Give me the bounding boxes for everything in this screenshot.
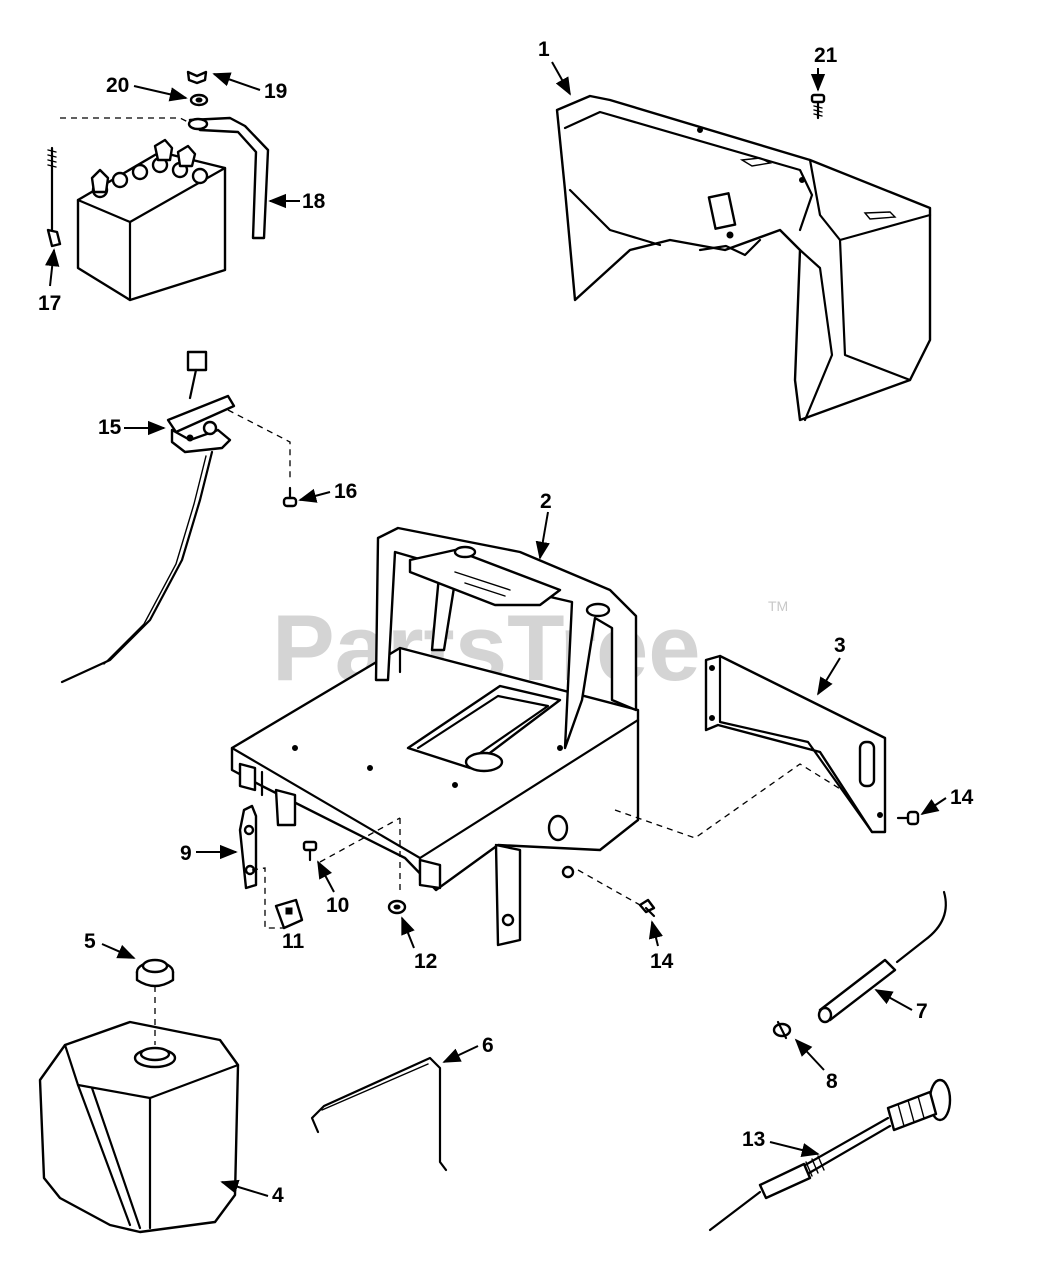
callout-19[interactable]: 19 xyxy=(212,72,287,103)
part-17-rod[interactable] xyxy=(46,146,62,248)
part-20-washer[interactable] xyxy=(189,93,209,107)
callout-17[interactable]: 17 xyxy=(38,248,61,315)
part-13-choke-cable[interactable] xyxy=(708,1078,952,1232)
part-4-fuel-tank[interactable] xyxy=(38,1020,240,1234)
svg-text:12: 12 xyxy=(414,950,437,973)
svg-text:14: 14 xyxy=(950,786,974,809)
svg-text:7: 7 xyxy=(916,1000,928,1023)
svg-text:8: 8 xyxy=(826,1070,838,1093)
watermark-trademark: TM xyxy=(768,598,788,614)
part-6-fuel-line[interactable] xyxy=(310,1056,448,1172)
callout-11[interactable]: 11 xyxy=(282,930,305,953)
part-12-nut[interactable] xyxy=(387,899,407,915)
svg-text:14: 14 xyxy=(650,950,674,973)
svg-text:10: 10 xyxy=(326,894,349,917)
callout-14-upper[interactable]: 14 xyxy=(920,786,974,815)
part-3-side-bracket[interactable] xyxy=(704,654,887,834)
part-1-hood[interactable] xyxy=(555,94,932,422)
svg-text:11: 11 xyxy=(282,930,305,953)
svg-text:6: 6 xyxy=(482,1034,494,1057)
callout-4[interactable]: 4 xyxy=(220,1179,284,1207)
svg-text:9: 9 xyxy=(180,842,192,865)
svg-text:17: 17 xyxy=(38,292,61,315)
svg-text:13: 13 xyxy=(742,1128,765,1151)
callout-8[interactable]: 8 xyxy=(794,1038,838,1093)
part-14-screw-lower[interactable] xyxy=(638,898,656,918)
callout-14-lower[interactable]: 14 xyxy=(648,920,674,973)
part-18-hold-down-bracket[interactable] xyxy=(187,116,270,240)
callout-7[interactable]: 7 xyxy=(874,989,928,1023)
callout-13[interactable]: 13 xyxy=(742,1128,820,1158)
callout-9[interactable]: 9 xyxy=(180,842,238,865)
callout-5[interactable]: 5 xyxy=(84,930,136,959)
svg-text:19: 19 xyxy=(264,80,287,103)
part-19-wing-nut[interactable] xyxy=(186,70,208,85)
svg-text:21: 21 xyxy=(814,44,838,67)
battery xyxy=(76,138,227,302)
callout-1[interactable]: 1 xyxy=(538,38,571,96)
callout-10[interactable]: 10 xyxy=(317,860,349,917)
callout-20[interactable]: 20 xyxy=(106,74,188,102)
callout-15[interactable]: 15 xyxy=(98,416,166,439)
svg-text:15: 15 xyxy=(98,416,122,439)
svg-text:18: 18 xyxy=(302,190,326,213)
part-10-screw[interactable] xyxy=(302,840,318,862)
svg-text:3: 3 xyxy=(834,634,846,657)
part-8-hose-clamp[interactable] xyxy=(772,1020,792,1040)
part-14-screw-upper[interactable] xyxy=(896,810,920,826)
callout-6[interactable]: 6 xyxy=(442,1034,494,1063)
svg-text:20: 20 xyxy=(106,74,129,97)
part-21-screw[interactable] xyxy=(810,93,826,120)
svg-text:1: 1 xyxy=(538,38,550,61)
callout-12[interactable]: 12 xyxy=(401,916,437,973)
callout-3[interactable]: 3 xyxy=(817,634,846,696)
callout-18[interactable]: 18 xyxy=(268,190,326,213)
svg-text:2: 2 xyxy=(540,490,552,513)
part-2-frame[interactable] xyxy=(230,526,640,947)
part-7-fuel-hose[interactable] xyxy=(817,890,947,1024)
part-5-fuel-cap[interactable] xyxy=(135,958,175,988)
callout-16[interactable]: 16 xyxy=(298,480,357,503)
callout-21[interactable]: 21 xyxy=(810,44,838,92)
part-16-screw[interactable] xyxy=(282,486,298,508)
svg-text:4: 4 xyxy=(272,1184,284,1207)
part-15-throttle-control[interactable] xyxy=(60,350,236,684)
callout-2[interactable]: 2 xyxy=(535,490,552,560)
svg-text:5: 5 xyxy=(84,930,96,953)
part-9-bracket[interactable] xyxy=(238,804,258,890)
part-11-clip[interactable] xyxy=(274,898,304,930)
svg-text:16: 16 xyxy=(334,480,357,503)
